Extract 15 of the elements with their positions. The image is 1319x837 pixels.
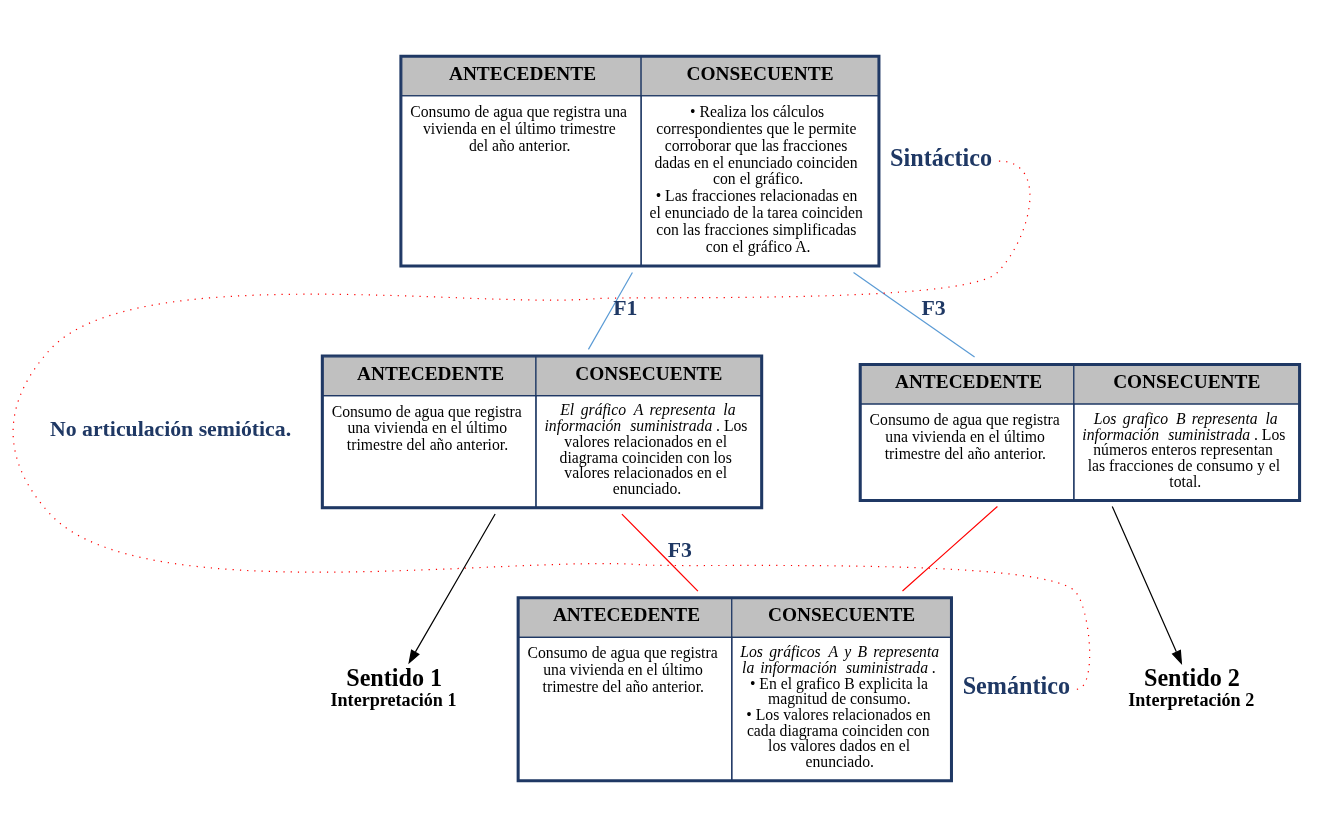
edge-label: F1 [613, 296, 638, 321]
node-label: Sintáctico [890, 143, 993, 171]
node-text: Sentido 2 Interpretación 2 [1128, 664, 1255, 710]
arrow [408, 513, 496, 665]
arrow [1111, 505, 1183, 665]
edge-label: F3 [667, 537, 692, 562]
connector [621, 513, 699, 592]
edge-label: No articulación semiótica. [50, 416, 292, 441]
node-label: Semántico [962, 672, 1071, 700]
connector [587, 271, 633, 351]
edge-label: F3 [921, 296, 946, 321]
node-text: Sentido 1 Interpretación 1 [330, 664, 457, 710]
connector [901, 505, 998, 592]
connector [852, 271, 976, 358]
connector [12, 160, 1091, 690]
